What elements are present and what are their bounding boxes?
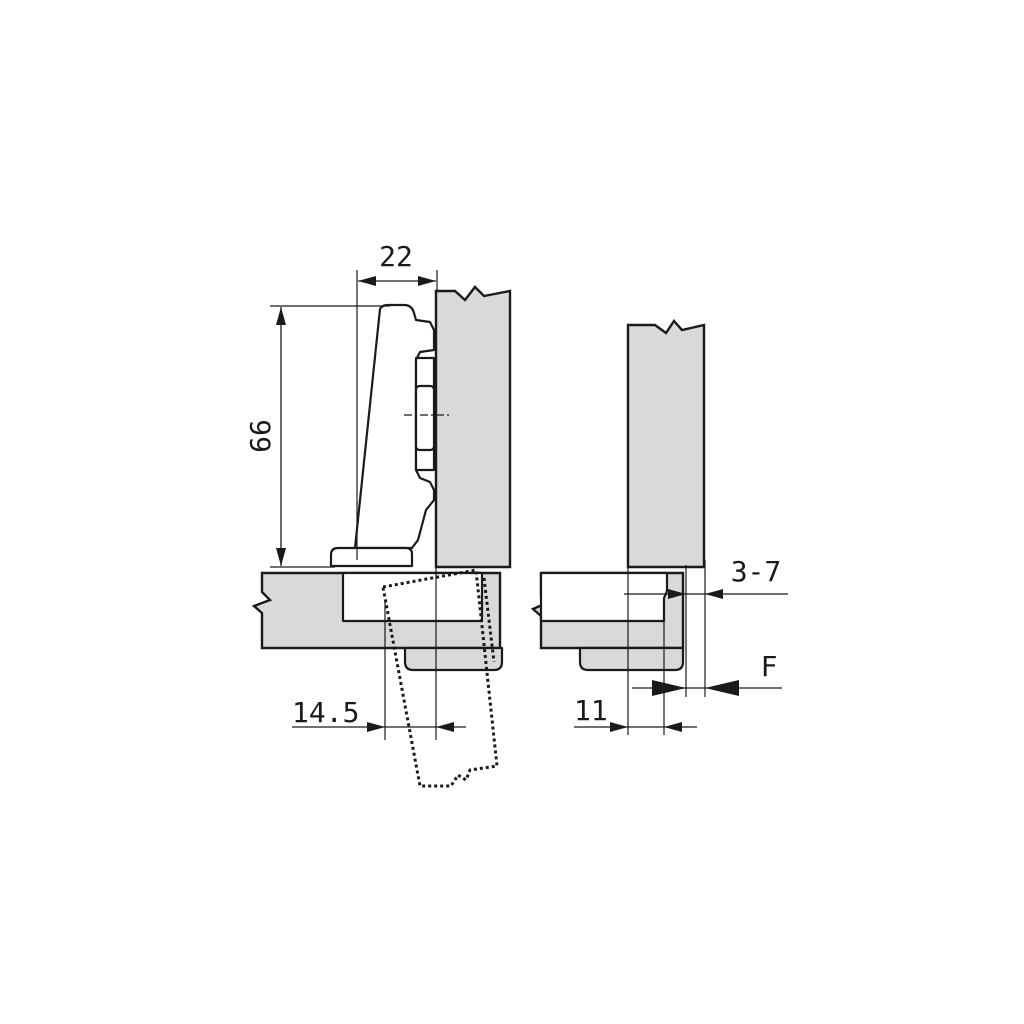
dim-14-5-arrow-left — [367, 722, 385, 732]
dimension-66: 66 — [244, 305, 390, 568]
dim-66-arrow-bottom — [276, 548, 286, 566]
left-view: 22 66 14.5 — [244, 240, 512, 788]
dim-11-arrow-right — [664, 722, 682, 732]
left-cabinet-side-panel — [434, 285, 512, 569]
dim-14-5-label: 14.5 — [292, 696, 359, 729]
dim-66-label: 66 — [244, 419, 277, 453]
dim-f-arrow-left — [652, 680, 686, 696]
dim-22-label: 22 — [379, 240, 413, 273]
dim-14-5-arrow-right — [436, 722, 454, 732]
dim-11-arrow-left — [610, 722, 628, 732]
left-opened-door-outline — [381, 568, 499, 788]
dimension-14-5: 14.5 — [292, 567, 466, 740]
dimension-11: 11 — [574, 694, 697, 732]
dim-f-arrow-right — [705, 680, 739, 696]
dim-3-7-label: 3-7 — [731, 555, 782, 588]
dimension-22: 22 — [356, 240, 438, 560]
dim-66-arrow-top — [276, 307, 286, 325]
left-hinge-arm-screw-window — [414, 384, 436, 452]
right-hinge-cup — [539, 571, 669, 623]
dim-22-arrow-left — [358, 276, 376, 286]
right-mounting-plate — [578, 646, 685, 672]
left-opened-door-inner — [482, 577, 496, 663]
dim-11-label: 11 — [574, 694, 608, 727]
dim-f-label: F — [761, 650, 778, 683]
dimension-3-7: 3-7 — [624, 555, 788, 697]
left-mounting-plate — [403, 646, 504, 672]
dim-3-7-arrow-right — [705, 589, 723, 599]
dim-22-arrow-right — [418, 276, 436, 286]
right-view: 3-7 F 11 — [530, 319, 788, 735]
right-cabinet-side-panel — [626, 319, 706, 569]
left-hinge-base — [329, 546, 414, 568]
dimension-f: F — [627, 567, 782, 735]
dim-3-7-arrow-left — [668, 589, 686, 599]
